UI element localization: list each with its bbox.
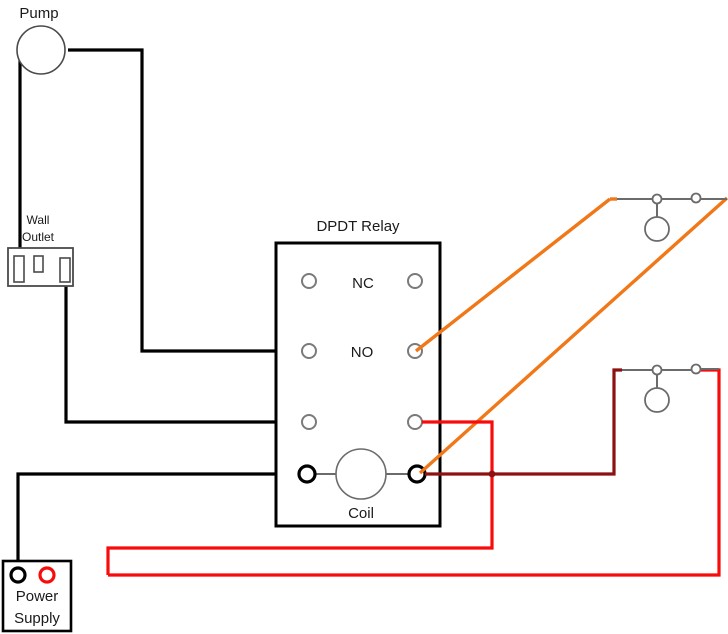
wire-no-right-to-upper-switch	[414, 197, 617, 353]
outlet-label-line2: Outlet	[22, 230, 55, 244]
float-switch-lower[interactable]	[622, 363, 719, 413]
relay-title-label: DPDT Relay	[316, 218, 400, 235]
pump[interactable]: Pump	[16, 5, 66, 75]
upper-switch-float	[644, 216, 670, 242]
relay-no-label: NO	[351, 344, 374, 361]
relay-terminal-nc-left[interactable]	[301, 273, 317, 289]
relay-terminal-nc-right[interactable]	[407, 273, 423, 289]
wire-pump-right-to-relay-no	[68, 48, 305, 353]
relay-terminal-coil-left[interactable]	[297, 464, 317, 484]
lower-switch-terminal-left[interactable]	[651, 364, 663, 376]
psu-label-line1: Power	[16, 588, 59, 605]
wire-coil-right-to-upper-switch-right	[418, 196, 728, 475]
relay-terminal-no-left[interactable]	[301, 343, 317, 359]
coil-symbol	[335, 448, 387, 500]
psu-terminal-positive[interactable]	[38, 566, 56, 584]
outlet-slot-center	[33, 255, 44, 273]
relay-terminal-common-right[interactable]	[407, 414, 423, 430]
wire-coil-right-to-lower-switch	[425, 368, 622, 476]
float-switch-upper[interactable]	[617, 192, 727, 242]
outlet-label-line1: Wall	[27, 213, 50, 227]
psu-terminal-negative[interactable]	[9, 566, 27, 584]
wire-common-right-to-psu-positive	[106, 420, 494, 575]
wire-psu-negative-to-coil	[16, 472, 307, 572]
psu-label-line2: Supply	[14, 610, 60, 627]
wire-outlet-to-relay-common	[64, 275, 305, 424]
relay-nc-label: NC	[352, 275, 374, 292]
dpdt-relay[interactable]: DPDT Relay NC NO Coil	[274, 218, 442, 528]
wire-junction-dot	[488, 470, 496, 478]
outlet-slot-left	[13, 255, 25, 283]
wall-outlet[interactable]: Wall Outlet	[7, 213, 74, 287]
pump-label: Pump	[19, 5, 58, 22]
lower-switch-terminal-right[interactable]	[690, 363, 702, 375]
upper-switch-terminal-right[interactable]	[690, 192, 702, 204]
upper-switch-terminal-left[interactable]	[651, 193, 663, 205]
pump-symbol	[16, 25, 66, 75]
outlet-slot-right	[59, 257, 71, 283]
lower-switch-float	[644, 387, 670, 413]
relay-coil-label: Coil	[348, 505, 374, 522]
relay-terminal-common-left[interactable]	[301, 414, 317, 430]
power-supply[interactable]: Power Supply	[1, 559, 73, 633]
